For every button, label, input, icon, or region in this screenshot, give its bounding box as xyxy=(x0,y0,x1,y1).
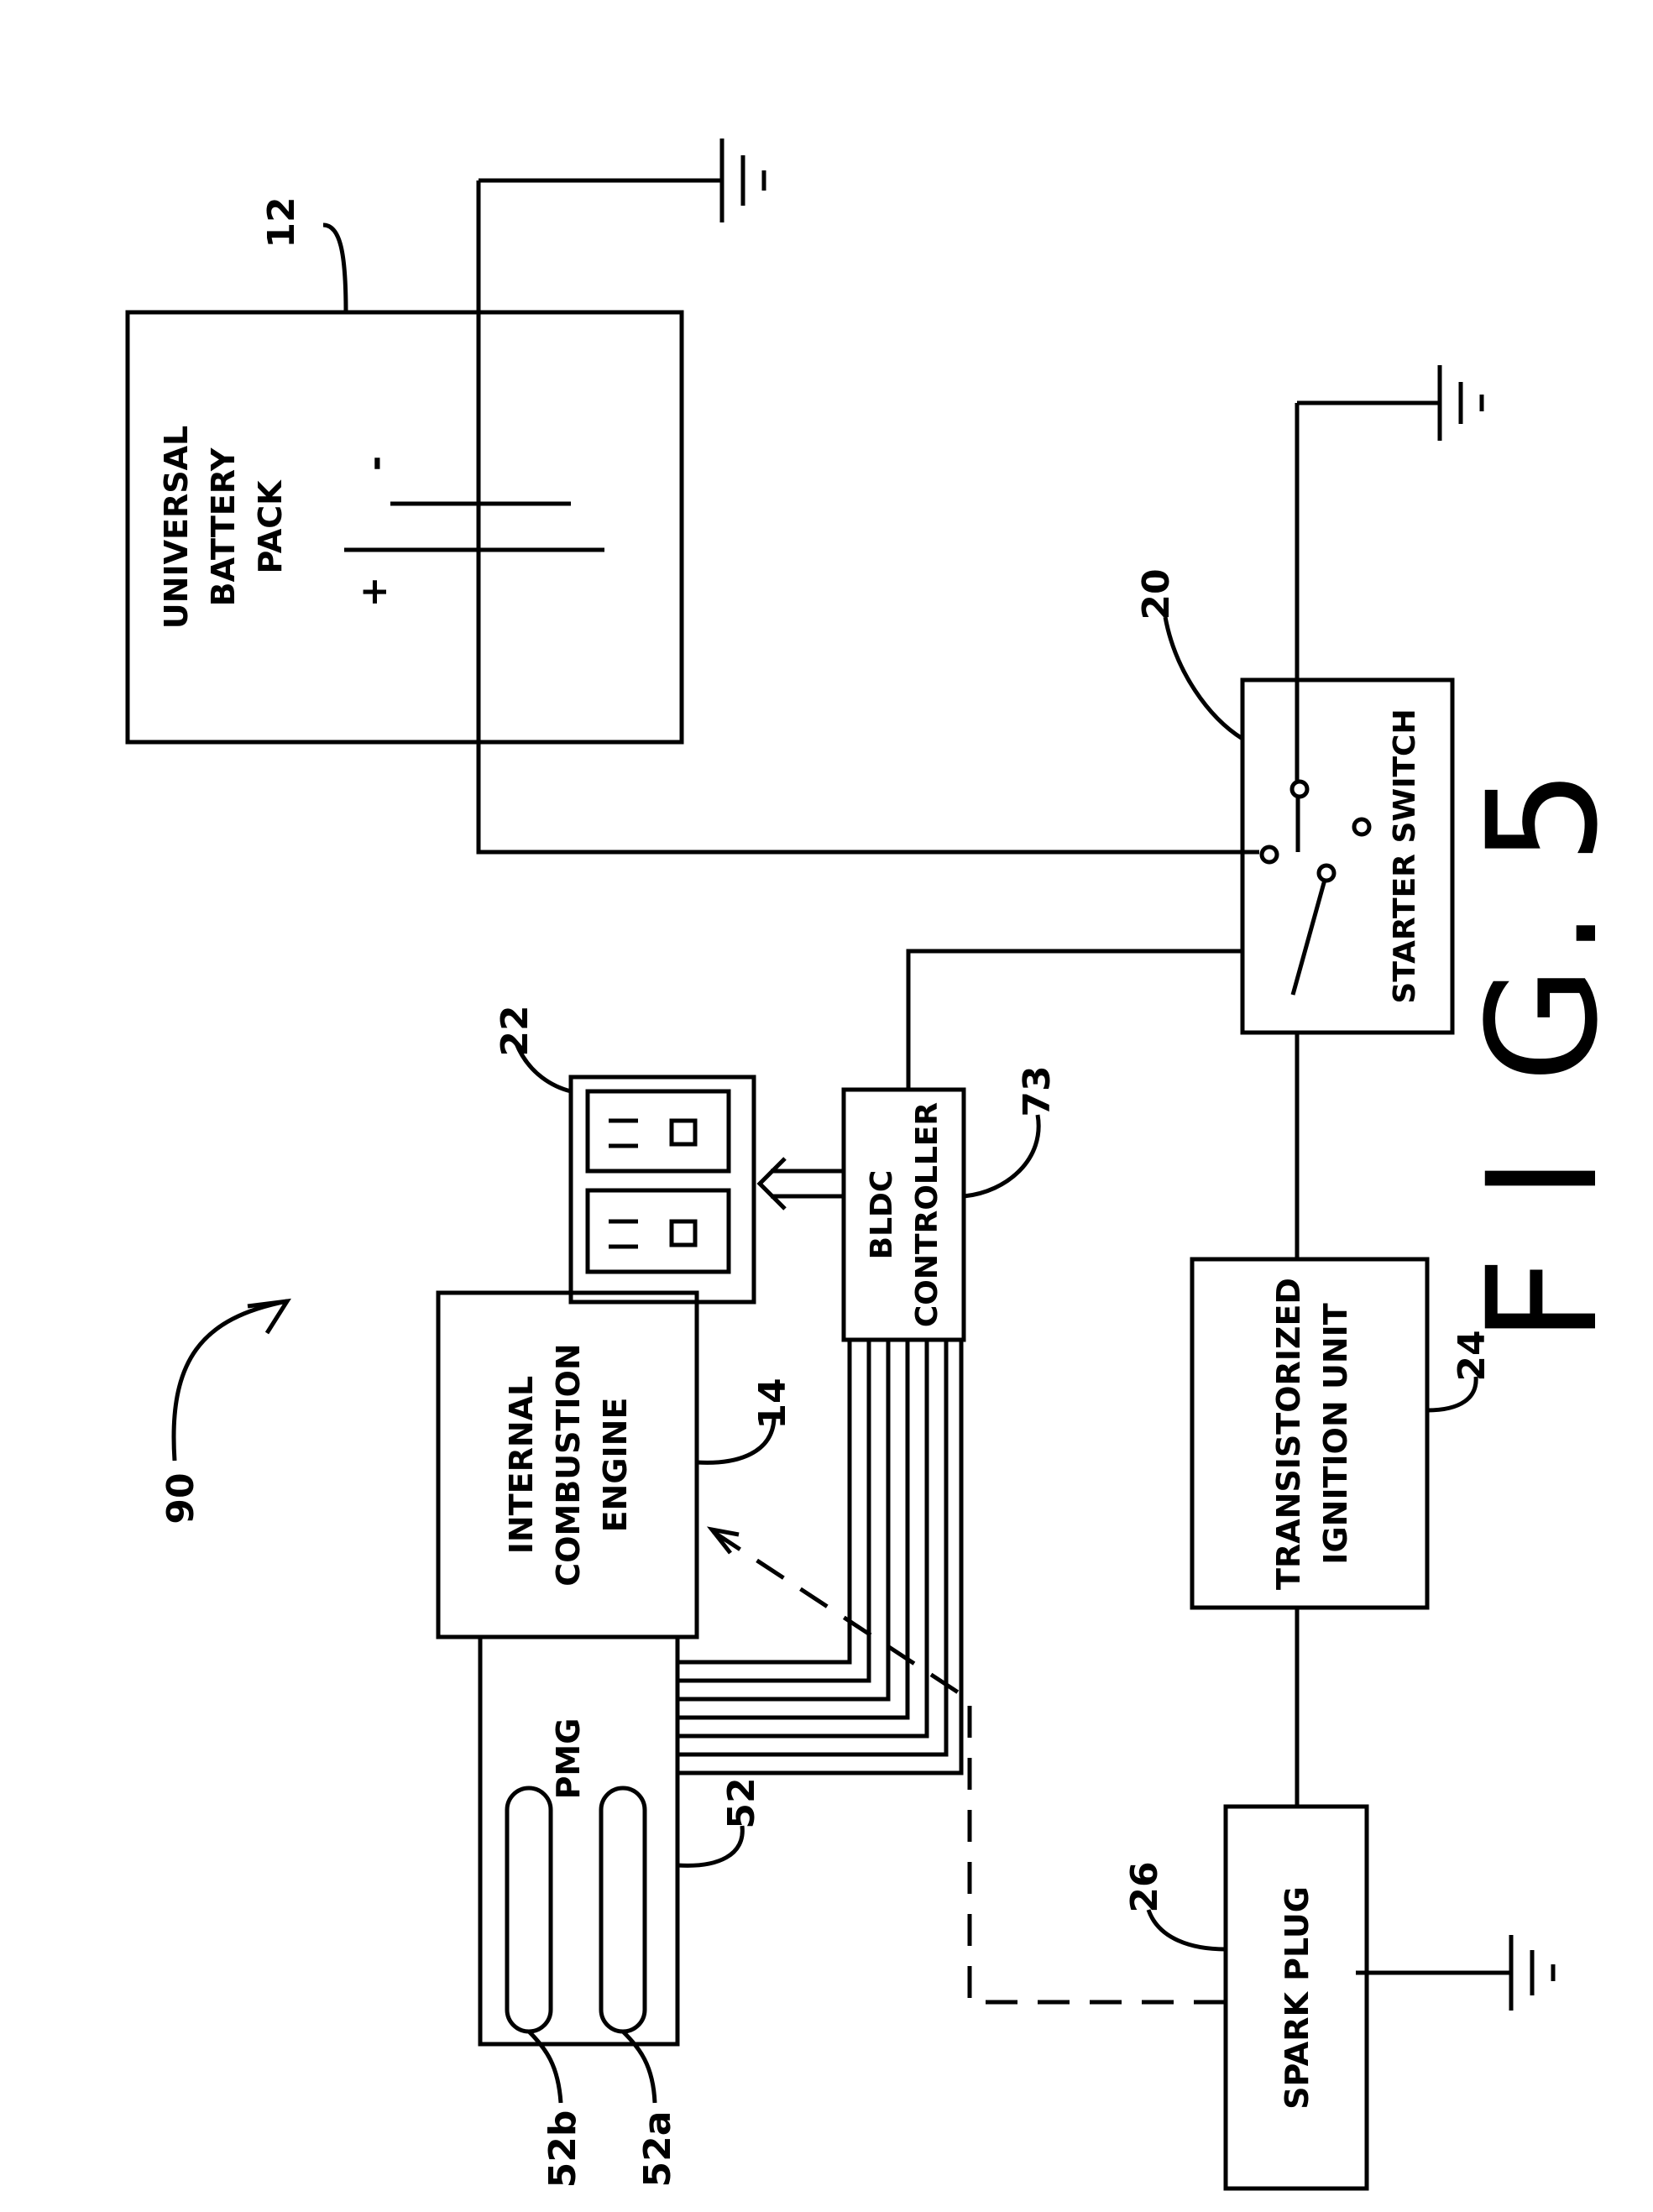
svg-text:.: . xyxy=(1456,909,1631,957)
ground-symbol-battery xyxy=(479,139,764,222)
svg-text:STARTER SWITCH: STARTER SWITCH xyxy=(1388,709,1422,1003)
ground-symbol-switch xyxy=(1297,365,1482,441)
power-outlet xyxy=(571,1077,754,1302)
leader-lines xyxy=(174,225,1476,2103)
svg-text:IGNITION UNIT: IGNITION UNIT xyxy=(1317,1303,1354,1564)
ignition-unit-block xyxy=(1192,1259,1427,1608)
svg-text:I: I xyxy=(1456,1156,1631,1200)
wire-bus-pmg-to-bldc xyxy=(677,1340,961,1773)
battery-plus-sign: + xyxy=(353,577,395,608)
arrow-bldc-to-outlet xyxy=(760,1158,844,1209)
engine-label: INTERNAL COMBUSTION ENGINE xyxy=(503,1343,634,1586)
svg-text:CONTROLLER: CONTROLLER xyxy=(910,1102,944,1327)
svg-text:TRANSISTORIZED: TRANSISTORIZED xyxy=(1270,1278,1307,1590)
svg-text:5: 5 xyxy=(1456,768,1631,865)
bldc-controller-block xyxy=(844,1090,964,1340)
svg-text:BLDC: BLDC xyxy=(865,1170,899,1260)
ref-20: 20 xyxy=(1135,568,1178,620)
bldc-label: BLDC CONTROLLER xyxy=(865,1102,944,1327)
svg-text:PACK: PACK xyxy=(252,479,289,574)
svg-text:PMG: PMG xyxy=(550,1718,587,1800)
dashed-link-spark-to-engine xyxy=(712,1530,1226,2002)
figure-label: F I G . 5 xyxy=(1456,768,1631,1343)
svg-text:COMBUSTION: COMBUSTION xyxy=(550,1343,587,1586)
ref-90: 90 xyxy=(160,1472,202,1524)
svg-text:BATTERY: BATTERY xyxy=(205,447,242,606)
ignition-label: TRANSISTORIZED IGNITION UNIT xyxy=(1270,1278,1354,1590)
battery-label: UNIVERSAL BATTERY PACK xyxy=(158,426,289,629)
svg-text:G: G xyxy=(1456,966,1631,1083)
ref-52a: 52a xyxy=(636,2111,679,2188)
ground-symbol-spark-plug xyxy=(1356,1935,1553,2011)
ref-52b: 52b xyxy=(541,2110,584,2188)
ref-14: 14 xyxy=(751,1378,794,1429)
starter-switch-label: STARTER SWITCH xyxy=(1388,709,1422,1003)
svg-text:SPARK PLUG: SPARK PLUG xyxy=(1279,1886,1316,2110)
pmg-label: PMG xyxy=(550,1718,587,1800)
ref-73: 73 xyxy=(1016,1065,1059,1116)
svg-text:INTERNAL: INTERNAL xyxy=(503,1376,540,1555)
ref-12: 12 xyxy=(260,196,303,248)
wire-battery-to-switch xyxy=(479,180,1259,852)
svg-text:F: F xyxy=(1456,1256,1631,1343)
spark-plug-label: SPARK PLUG xyxy=(1279,1886,1316,2110)
pmg-block xyxy=(480,1637,677,2044)
ref-26: 26 xyxy=(1123,1861,1166,1912)
svg-text:ENGINE: ENGINE xyxy=(597,1398,634,1533)
svg-text:UNIVERSAL: UNIVERSAL xyxy=(158,426,195,629)
battery-minus-sign: - xyxy=(354,456,397,471)
ref-52: 52 xyxy=(720,1777,763,1828)
wire-switch-to-bldc xyxy=(908,951,1242,1090)
ref-22: 22 xyxy=(494,1005,536,1056)
